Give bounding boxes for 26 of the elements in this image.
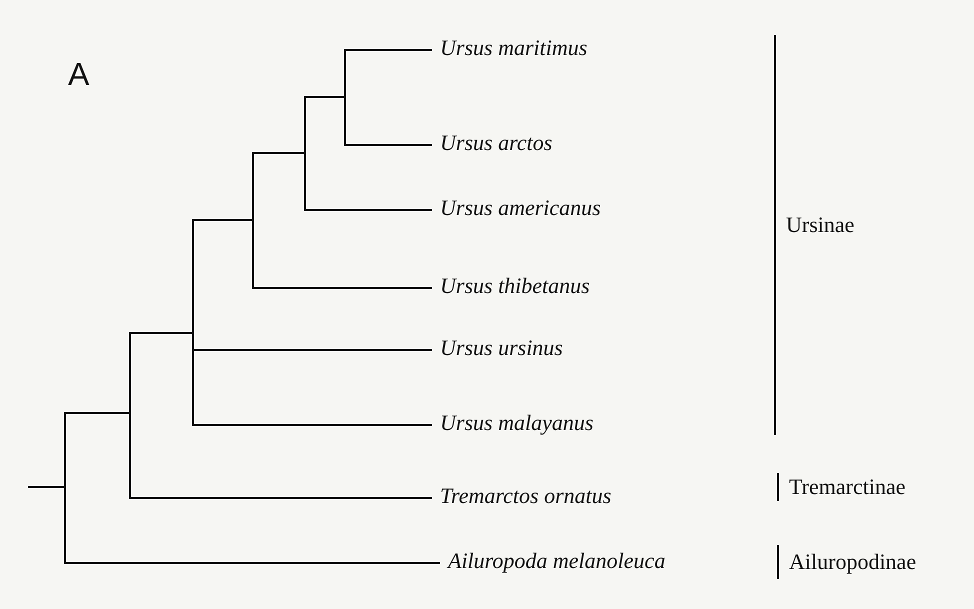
tree-branch [131,332,192,334]
clade-name: Tremarctinae [789,474,906,500]
tree-branch [28,486,64,488]
tree-branch [194,349,432,351]
tree-branch [66,412,129,414]
taxon-name: Ursus americanus [432,193,601,223]
tree-branch [254,287,432,289]
panel-letter: A [68,56,90,92]
tree-branch [194,219,252,221]
taxon-name: Ursus arctos [432,128,552,158]
tree-branch [306,96,344,98]
clade-name: Ailuropodinae [789,549,916,575]
tree-branch [306,209,432,211]
tree-branch [346,49,432,51]
taxon-name: Ursus thibetanus [432,271,590,301]
tree-branch [66,562,440,564]
taxon-name: Ursus maritimus [432,33,588,63]
tree-branch [131,497,432,499]
taxon-name: Ursus malayanus [432,408,594,438]
taxon-name: Ailuropoda melanoleuca [440,546,666,576]
tree-branch [194,424,432,426]
taxon-name: Tremarctos ornatus [432,481,612,511]
clade-name: Ursinae [786,212,854,238]
taxon-name: Ursus ursinus [432,333,563,363]
tree-branch [254,152,304,154]
tree-branch [346,144,432,146]
